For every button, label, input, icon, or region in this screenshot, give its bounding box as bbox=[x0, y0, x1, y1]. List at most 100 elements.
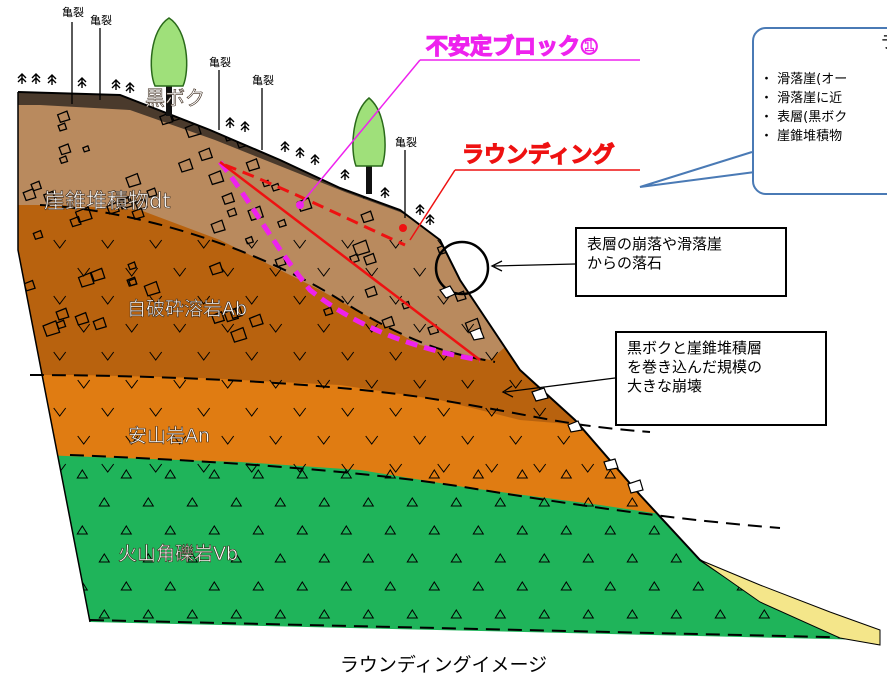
triangle-mark bbox=[714, 609, 727, 619]
pebble bbox=[198, 147, 214, 162]
v-mark bbox=[101, 407, 115, 417]
v-mark bbox=[341, 239, 355, 249]
triangle-mark bbox=[384, 581, 397, 591]
pebble bbox=[55, 307, 70, 321]
pebble bbox=[247, 205, 265, 222]
v-mark bbox=[221, 267, 235, 277]
triangle-mark bbox=[714, 553, 727, 563]
v-mark bbox=[701, 435, 715, 445]
v-mark bbox=[509, 267, 523, 277]
v-mark bbox=[149, 351, 163, 361]
v-mark bbox=[269, 323, 283, 333]
grass-tuft bbox=[47, 74, 57, 85]
v-mark bbox=[437, 407, 451, 417]
triangle-mark bbox=[516, 469, 529, 479]
pebble bbox=[431, 167, 440, 176]
triangle-mark bbox=[846, 609, 859, 619]
arrow-surface bbox=[493, 263, 576, 267]
diagram-caption: ラウンディングイメージ bbox=[339, 654, 548, 676]
triangle-mark bbox=[758, 609, 771, 619]
v-mark bbox=[437, 463, 451, 473]
triangle-mark bbox=[340, 525, 353, 535]
triangle-mark bbox=[120, 581, 133, 591]
triangle-mark bbox=[670, 497, 683, 507]
v-mark bbox=[173, 379, 187, 389]
v-mark bbox=[149, 295, 163, 305]
triangle-mark bbox=[76, 469, 89, 479]
triangle-mark bbox=[340, 581, 353, 591]
pebble bbox=[126, 276, 138, 287]
v-mark bbox=[101, 239, 115, 249]
pebble bbox=[362, 252, 377, 266]
pebble bbox=[56, 110, 71, 124]
v-mark bbox=[293, 351, 307, 361]
v-mark bbox=[269, 435, 283, 445]
pebble bbox=[90, 267, 106, 282]
v-mark bbox=[533, 295, 547, 305]
triangle-mark bbox=[670, 609, 683, 619]
v-mark bbox=[125, 435, 139, 445]
pebble bbox=[322, 306, 334, 317]
crack-label-4: 亀裂 bbox=[252, 73, 274, 87]
v-mark bbox=[317, 267, 331, 277]
pebble bbox=[226, 207, 238, 218]
triangle-mark bbox=[274, 609, 287, 619]
triangle-mark bbox=[648, 581, 661, 591]
triangle-mark bbox=[472, 469, 485, 479]
v-mark bbox=[53, 239, 67, 249]
fall-zone-circle bbox=[434, 240, 490, 296]
info-box bbox=[752, 27, 887, 195]
pebble bbox=[276, 218, 287, 228]
v-mark bbox=[197, 351, 211, 361]
triangle-mark bbox=[98, 609, 111, 619]
triangle-mark bbox=[142, 609, 155, 619]
v-mark bbox=[629, 463, 643, 473]
v-mark bbox=[365, 435, 379, 445]
triangle-mark bbox=[802, 497, 815, 507]
triangle-mark bbox=[648, 525, 661, 535]
triangle-mark bbox=[428, 469, 441, 479]
grass-tuft bbox=[425, 214, 435, 225]
grass-tuft bbox=[31, 73, 41, 84]
triangle-mark bbox=[230, 609, 243, 619]
pebble bbox=[42, 320, 61, 338]
boundary-lava bbox=[29, 374, 651, 433]
triangle-mark bbox=[868, 469, 870, 479]
v-mark bbox=[485, 407, 499, 417]
v-mark bbox=[293, 295, 307, 305]
grass-tuft bbox=[225, 117, 235, 128]
triangle-mark bbox=[670, 553, 683, 563]
v-mark bbox=[245, 295, 259, 305]
pebble bbox=[57, 122, 68, 132]
pebble bbox=[77, 271, 95, 288]
pebble bbox=[223, 307, 240, 323]
v-mark bbox=[365, 323, 379, 333]
info-item-3: ・ 表層(黒ボク bbox=[760, 110, 848, 125]
unstable-block-boundary bbox=[218, 160, 481, 363]
pebble bbox=[401, 147, 413, 159]
triangle-mark bbox=[516, 581, 529, 591]
pebble bbox=[306, 125, 319, 138]
v-mark bbox=[533, 351, 547, 361]
v-mark bbox=[101, 463, 115, 473]
grass-tufts bbox=[17, 73, 435, 225]
tree-left bbox=[150, 17, 188, 116]
triangle-mark bbox=[164, 525, 177, 535]
pebble bbox=[208, 261, 224, 276]
v-mark bbox=[389, 407, 403, 417]
pebble bbox=[211, 310, 226, 325]
triangle-mark bbox=[758, 553, 771, 563]
triangle-mark bbox=[252, 469, 265, 479]
pebble bbox=[433, 129, 446, 142]
v-mark bbox=[413, 435, 427, 445]
pebble bbox=[230, 326, 248, 343]
boundary-base bbox=[89, 619, 871, 639]
pebble bbox=[74, 311, 90, 326]
crack-label-3: 亀裂 bbox=[209, 55, 231, 69]
triangle-mark bbox=[406, 497, 419, 507]
pebble bbox=[221, 121, 240, 139]
triangle-mark bbox=[494, 609, 507, 619]
triangle-mark bbox=[406, 553, 419, 563]
grass-tuft bbox=[17, 73, 27, 84]
v-mark bbox=[725, 295, 739, 305]
